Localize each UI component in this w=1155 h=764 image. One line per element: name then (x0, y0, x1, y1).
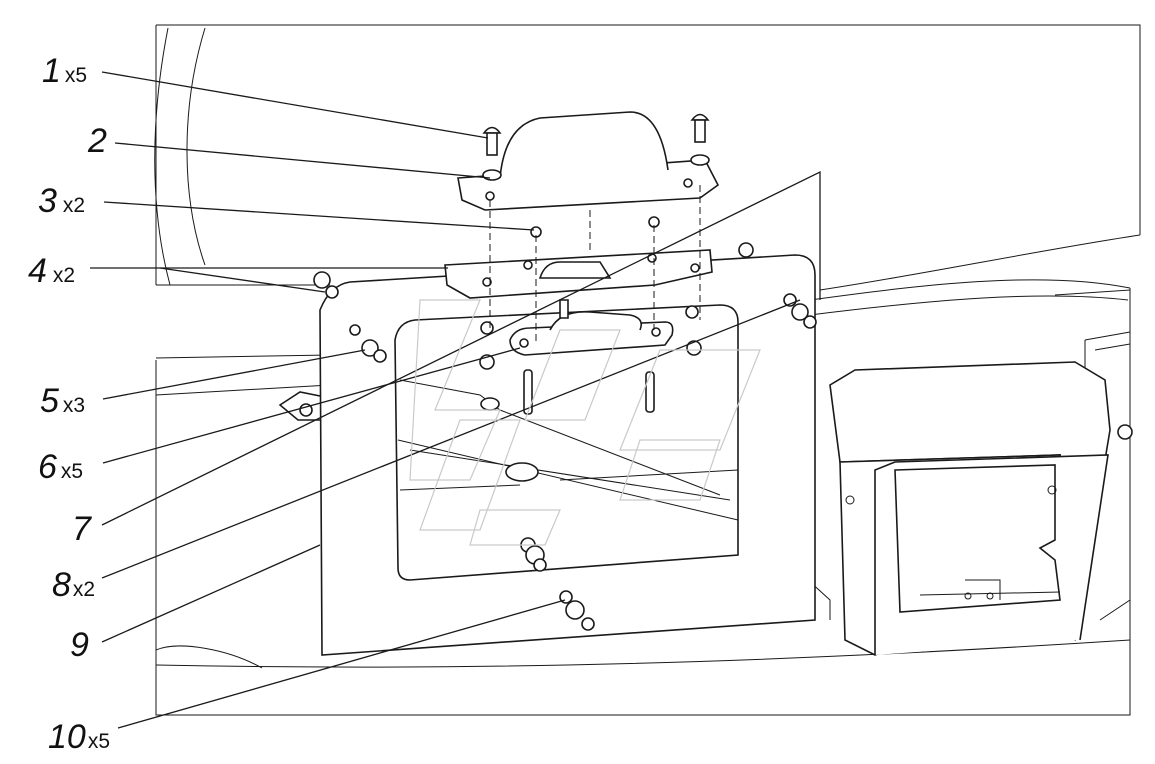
callout-10: 10x5 (48, 718, 110, 756)
callout-8: 8x2 (52, 566, 95, 604)
callout-7: 7 (72, 510, 92, 548)
callout-9: 9 (70, 626, 89, 664)
callout-2: 2 (87, 122, 107, 160)
leader-lines (90, 71, 821, 729)
lower-nuts (479, 305, 702, 415)
watermark-logo (409, 299, 761, 546)
assembly-axes (489, 185, 701, 345)
background-structure (154, 24, 1141, 716)
side-cover (807, 361, 1133, 656)
top-screws (482, 113, 710, 238)
clamp-bar (509, 299, 674, 356)
handle-cover (457, 111, 720, 211)
mounting-bracket (444, 249, 713, 299)
